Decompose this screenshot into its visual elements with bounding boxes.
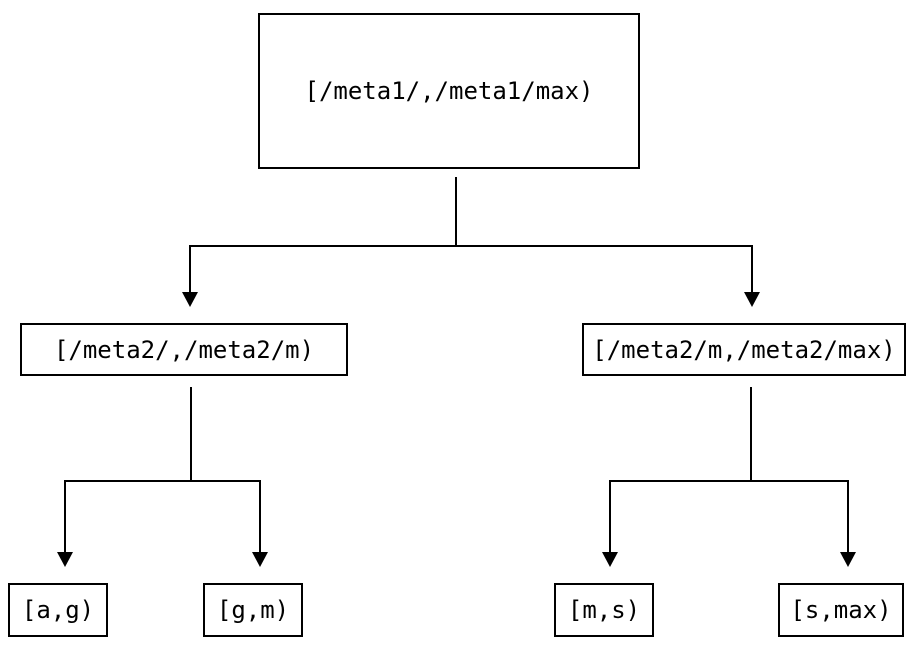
tree-node-meta2-lower: [/meta2/,/meta2/m): [20, 323, 348, 376]
tree-node-root: [/meta1/,/meta1/max): [258, 13, 640, 169]
arrowhead-down-icon: [744, 292, 760, 307]
arrowhead-down-icon: [602, 552, 618, 567]
tree-leaf-m-s: [m,s): [554, 583, 654, 637]
tree-leaf-a-g: [a,g): [8, 583, 108, 637]
tree-leaf-g-m: [g,m): [203, 583, 303, 637]
arrowhead-down-icon: [182, 292, 198, 307]
arrowhead-down-icon: [252, 552, 268, 567]
tree-node-label: [g,m): [216, 596, 290, 624]
arrowhead-down-icon: [840, 552, 856, 567]
tree-node-label: [/meta1/,/meta1/max): [304, 77, 594, 105]
tree-node-meta2-upper: [/meta2/m,/meta2/max): [582, 323, 906, 376]
tree-node-label: [a,g): [21, 596, 95, 624]
tree-node-label: [/meta2/m,/meta2/max): [592, 335, 896, 364]
tree-leaf-s-max: [s,max): [778, 583, 904, 637]
tree-node-label: [s,max): [790, 596, 892, 624]
tree-node-label: [m,s): [567, 596, 641, 624]
arrowhead-down-icon: [57, 552, 73, 567]
tree-node-label: [/meta2/,/meta2/m): [53, 335, 315, 364]
